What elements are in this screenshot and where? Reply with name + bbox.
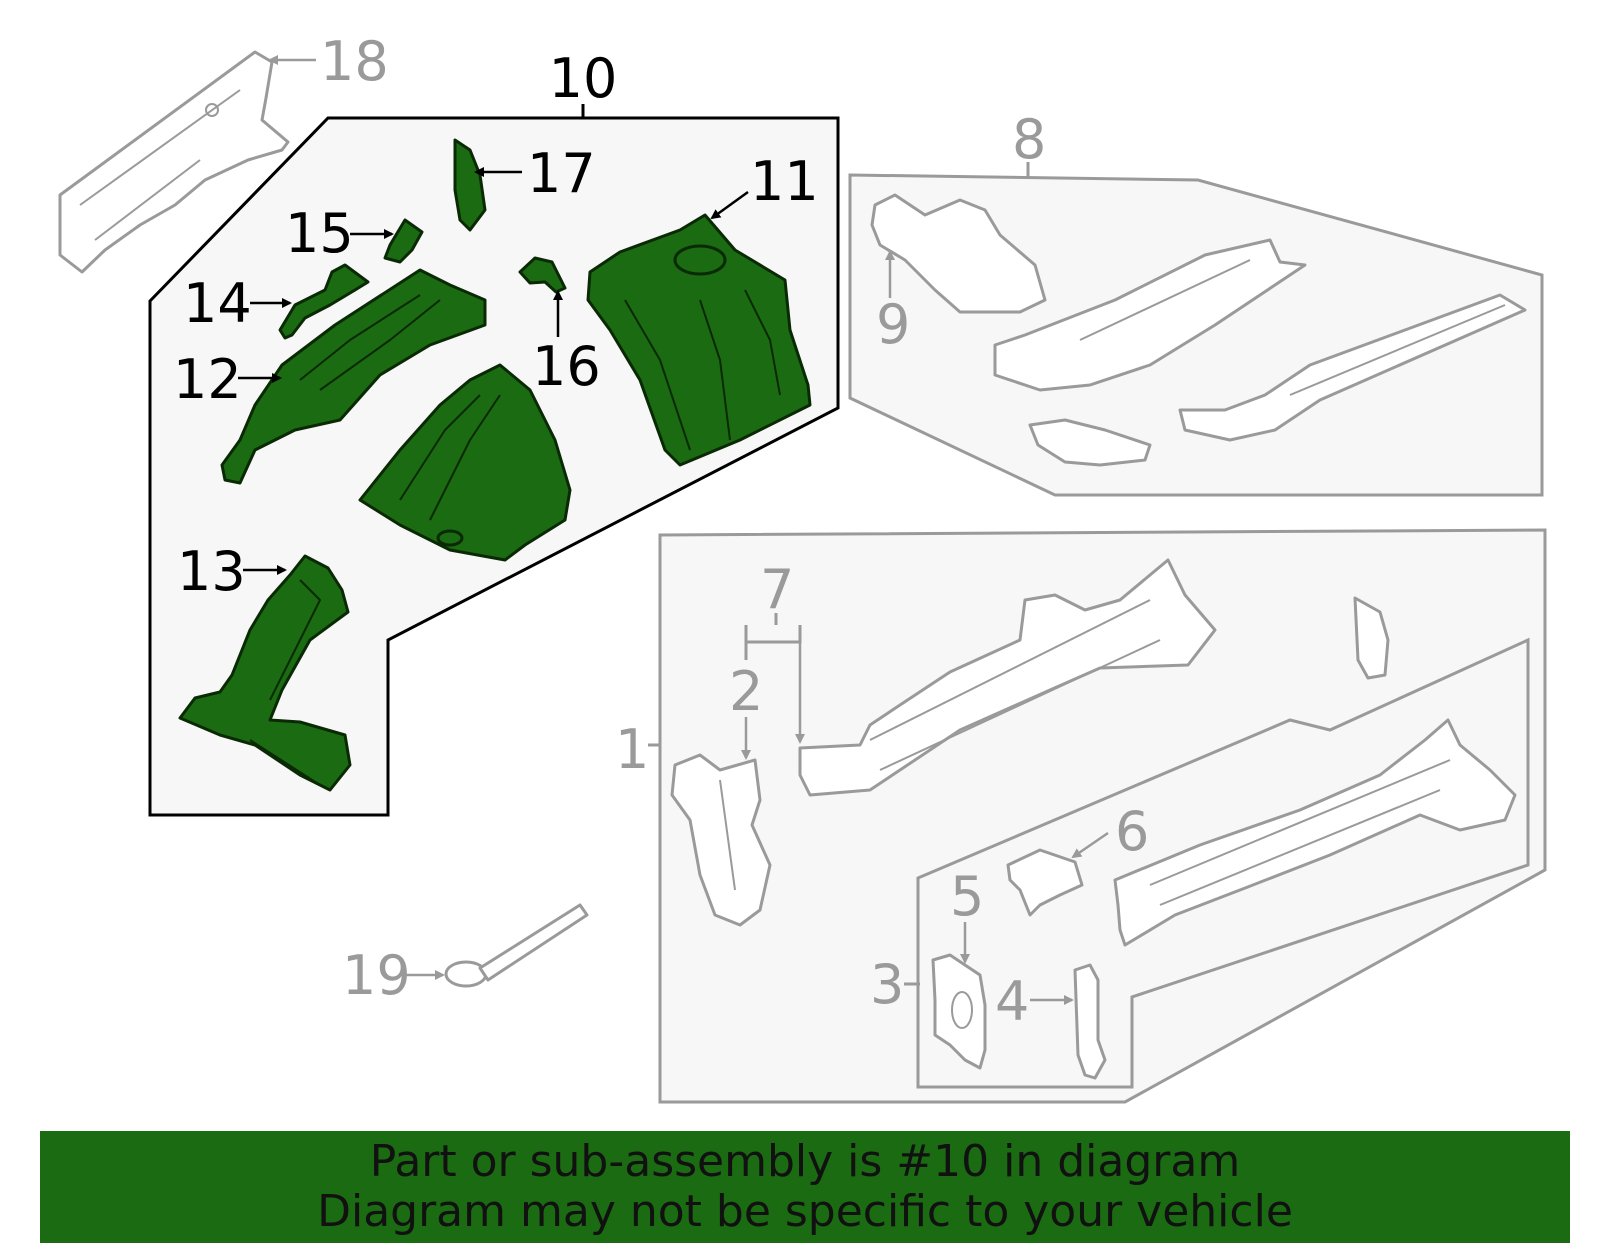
- part-19-outline: [444, 903, 589, 988]
- part-13-shape[interactable]: [178, 554, 352, 792]
- callout-17: 17: [527, 142, 596, 205]
- callout-3: 3: [870, 953, 904, 1016]
- info-banner: Part or sub-assembly is #10 in diagram D…: [40, 1131, 1570, 1243]
- callout-4: 4: [995, 970, 1029, 1033]
- callout-11: 11: [750, 150, 819, 213]
- callout-14: 14: [183, 272, 252, 335]
- part-18-outline: [58, 50, 290, 274]
- callout-16: 16: [532, 335, 601, 398]
- callout-9: 9: [876, 293, 910, 356]
- part-14-shape[interactable]: [278, 263, 370, 340]
- leader-6: [1071, 831, 1109, 859]
- callout-1: 1: [615, 718, 649, 781]
- part-11-shape[interactable]: [586, 213, 812, 467]
- callout-10: 10: [549, 47, 618, 110]
- banner-line-2: Diagram may not be specific to your vehi…: [317, 1186, 1293, 1237]
- callout-2: 2: [729, 660, 763, 723]
- callout-12: 12: [173, 348, 242, 411]
- inner-wheelhouse-shape[interactable]: [358, 363, 572, 562]
- banner-line-1: Part or sub-assembly is #10 in diagram: [369, 1136, 1241, 1187]
- assembly-1-parts: [670, 558, 1517, 1080]
- callout-6: 6: [1115, 800, 1149, 863]
- callout-19: 19: [342, 944, 411, 1007]
- callout-5: 5: [950, 865, 984, 928]
- part-12-shape[interactable]: [220, 268, 487, 485]
- leader-11: [710, 190, 749, 220]
- part-17-shape[interactable]: [453, 138, 487, 232]
- assembly-8-parts: [870, 193, 1527, 467]
- callout-7: 7: [760, 558, 794, 621]
- part-15-shape[interactable]: [383, 218, 424, 264]
- callout-8: 8: [1012, 108, 1046, 171]
- callout-13: 13: [177, 540, 246, 603]
- callout-18: 18: [320, 30, 389, 93]
- callout-15: 15: [285, 202, 354, 265]
